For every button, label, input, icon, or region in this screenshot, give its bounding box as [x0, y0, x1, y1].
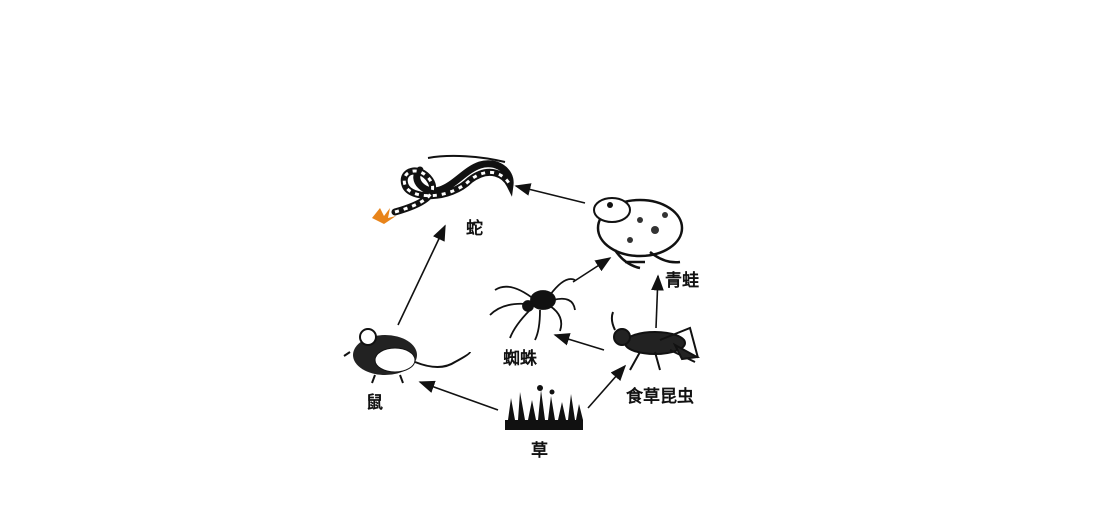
arrow-spider-to-frog — [572, 257, 612, 283]
label-snake: 蛇 — [466, 218, 483, 239]
arrow-insect-to-spider — [553, 333, 605, 351]
grass-illustration — [505, 385, 583, 430]
label-frog: 青蛙 — [665, 270, 699, 291]
spider-illustration — [489, 278, 576, 341]
label-grass: 草 — [531, 441, 548, 461]
arrow-grass-to-mouse — [418, 380, 499, 411]
grasshopper-illustration — [610, 311, 701, 371]
mouse-illustration — [343, 328, 471, 384]
label-spider: 蜘蛛 — [503, 348, 538, 369]
arrow-grass-to-insect — [587, 364, 627, 409]
arrow-insect-to-frog — [651, 274, 664, 329]
snake-illustration — [372, 154, 514, 224]
arrow-mouse-to-snake — [397, 224, 446, 326]
label-herbivorous-insect: 食草昆虫 — [626, 386, 694, 407]
frog-illustration — [593, 197, 684, 270]
label-mouse: 鼠 — [366, 392, 383, 413]
arrow-frog-to-snake — [514, 183, 586, 204]
